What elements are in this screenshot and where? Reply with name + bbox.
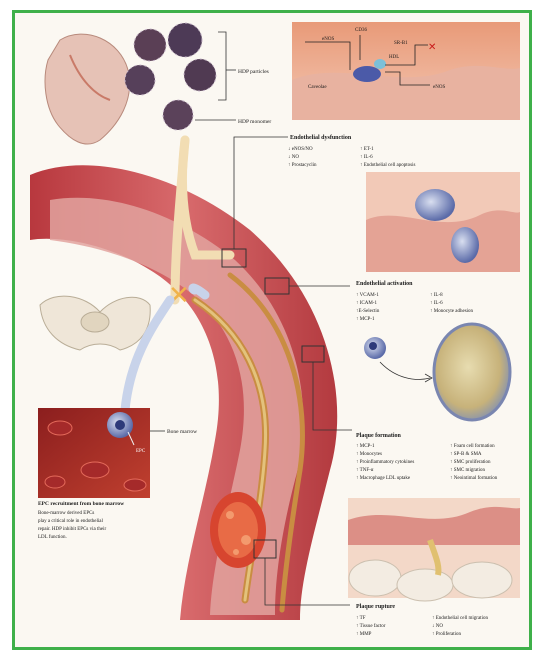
svg-text:↑ Endothelial cell migration: ↑ Endothelial cell migration bbox=[432, 616, 488, 621]
svg-text:repair. HDP inhibit EPCs via t: repair. HDP inhibit EPCs via their bbox=[38, 527, 106, 532]
svg-text:↑ ET-1: ↑ ET-1 bbox=[360, 147, 374, 152]
artery-vessel bbox=[30, 165, 337, 620]
svg-text:↑E-Selectin: ↑E-Selectin bbox=[356, 309, 380, 314]
inhibit-mark: ✕ bbox=[428, 42, 436, 53]
monocyte-to-foam-cell bbox=[364, 324, 510, 420]
svg-text:Plaque formation: Plaque formation bbox=[356, 433, 401, 439]
svg-text:↑ TNF-α: ↑ TNF-α bbox=[356, 468, 374, 473]
svg-text:↑ Macrophage LDL uptake: ↑ Macrophage LDL uptake bbox=[356, 476, 411, 481]
plaque-formation-block: Plaque formation ↑ MCP-1 ↑ Monocytes ↑ P… bbox=[356, 433, 498, 481]
svg-text:LDL function.: LDL function. bbox=[38, 535, 67, 540]
svg-text:↑ Proinflammatory cytokines: ↑ Proinflammatory cytokines bbox=[356, 460, 414, 465]
epc-caption: EPC recruitment from bone marrow Bone-ma… bbox=[38, 501, 124, 540]
plaque-lesion bbox=[210, 492, 266, 568]
hdl-particles-label: HDP particles bbox=[238, 69, 269, 75]
svg-text:↑ IL-6: ↑ IL-6 bbox=[360, 155, 373, 160]
panel-label-cd36: CD36 bbox=[355, 28, 367, 33]
hdl-particle-cluster bbox=[125, 23, 216, 130]
svg-text:play a critical role in endoth: play a critical role in endothelial bbox=[38, 519, 103, 524]
svg-text:↓ eNOS/NO: ↓ eNOS/NO bbox=[288, 147, 313, 152]
svg-text:↑ VCAM-1: ↑ VCAM-1 bbox=[356, 293, 379, 298]
svg-text:↑ TF: ↑ TF bbox=[356, 616, 366, 621]
adhesion-panel bbox=[366, 172, 520, 272]
panel-label-caveolae: Caveolae bbox=[308, 85, 327, 90]
panel-label-srb1: SR-B1 bbox=[394, 41, 408, 46]
heart-illustration bbox=[45, 34, 130, 144]
endothelial-dysfunction-block: Endothelial dysfunction ↓ eNOS/NO ↓ NO ↑… bbox=[288, 135, 415, 168]
svg-text:↑ MCP-1: ↑ MCP-1 bbox=[356, 317, 375, 322]
svg-text:↓ NO: ↓ NO bbox=[288, 155, 299, 160]
svg-text:↓ NO: ↓ NO bbox=[432, 624, 443, 629]
epc-label: EPC bbox=[136, 449, 146, 454]
svg-text:↑ SP-B & SMA: ↑ SP-B & SMA bbox=[450, 452, 482, 457]
svg-text:↑ SMC proliferation: ↑ SMC proliferation bbox=[450, 460, 491, 465]
svg-text:↑ ICAM-1: ↑ ICAM-1 bbox=[356, 301, 377, 306]
svg-text:↑ Monocytes: ↑ Monocytes bbox=[356, 452, 382, 457]
panel-label-enos-2: eNOS bbox=[433, 85, 445, 90]
svg-text:Plaque rupture: Plaque rupture bbox=[356, 604, 395, 610]
hdl-monomer-label: HDP monomer bbox=[238, 119, 271, 125]
svg-text:↑ Prostacyclin: ↑ Prostacyclin bbox=[288, 163, 317, 168]
panel-label-enos: eNOS bbox=[322, 37, 334, 42]
svg-text:↑ Foam cell formation: ↑ Foam cell formation bbox=[450, 444, 495, 449]
svg-text:↑ Endothelial cell apoptosis: ↑ Endothelial cell apoptosis bbox=[360, 163, 415, 168]
plaque-rupture-block: Plaque rupture ↑ TF ↑ Tissue factor ↑ MM… bbox=[356, 604, 488, 637]
svg-text:↑ SMC migration: ↑ SMC migration bbox=[450, 468, 486, 473]
panel-label-hdl: HDL bbox=[389, 55, 399, 60]
svg-text:Bone-marrow derived EPCs: Bone-marrow derived EPCs bbox=[38, 511, 94, 516]
svg-text:↑ MCP-1: ↑ MCP-1 bbox=[356, 444, 375, 449]
pelvis-illustration bbox=[40, 296, 150, 350]
svg-text:Endothelial dysfunction: Endothelial dysfunction bbox=[290, 135, 352, 141]
bone-marrow-micrograph bbox=[38, 408, 150, 498]
svg-text:↑ IL-6: ↑ IL-6 bbox=[430, 301, 443, 306]
rupture-panel bbox=[348, 498, 520, 601]
svg-text:EPC recruitment from bone marr: EPC recruitment from bone marrow bbox=[38, 501, 124, 507]
svg-text:↑ Neointimal formation: ↑ Neointimal formation bbox=[450, 476, 498, 481]
svg-text:↑ Tissue factor: ↑ Tissue factor bbox=[356, 624, 386, 629]
svg-text:Endothelial activation: Endothelial activation bbox=[356, 281, 413, 287]
svg-text:↑ IL-8: ↑ IL-8 bbox=[430, 293, 443, 298]
endothelial-activation-block: Endothelial activation ↑ VCAM-1 ↑ ICAM-1… bbox=[356, 281, 474, 322]
svg-text:↑ Proliferation: ↑ Proliferation bbox=[432, 632, 462, 637]
bone-marrow-label: Bone marrow bbox=[167, 429, 197, 435]
svg-text:↑ MMP: ↑ MMP bbox=[356, 632, 372, 637]
svg-text:↑ Monocyte adhesion: ↑ Monocyte adhesion bbox=[430, 309, 474, 314]
